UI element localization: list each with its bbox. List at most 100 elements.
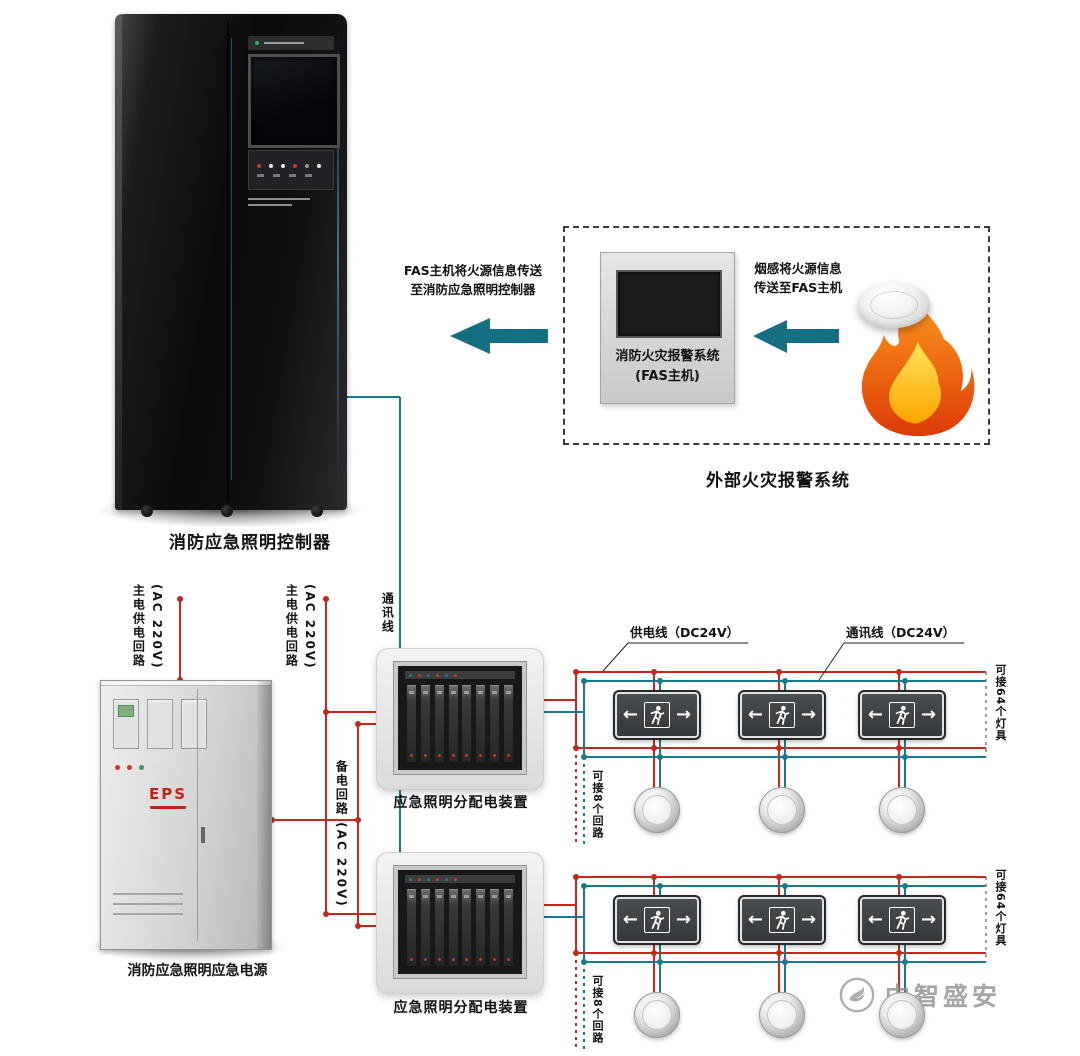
fas-host-panel: 消防火灾报警系统(FAS主机) bbox=[600, 252, 735, 404]
module-strips bbox=[405, 888, 515, 969]
eps-side-shade bbox=[257, 681, 271, 949]
right-arrow-icon: → bbox=[921, 704, 937, 725]
cabinet-control-panel bbox=[248, 150, 334, 190]
right-arrow-icon: → bbox=[676, 909, 692, 930]
dist-module bbox=[434, 889, 444, 966]
circuits8-label-2: 可接8个回路 bbox=[591, 975, 604, 1044]
external-fas-title: 外部火灾报警系统 bbox=[706, 471, 850, 491]
downlight bbox=[759, 992, 805, 1038]
distribution-panel bbox=[393, 661, 527, 775]
running-man-icon bbox=[769, 702, 795, 728]
distribution-title-2: 应急照明分配电装置 bbox=[393, 1000, 529, 1016]
eps-meter-panels bbox=[113, 699, 207, 749]
running-man-icon bbox=[644, 702, 670, 728]
cabinet-accent-line bbox=[231, 38, 232, 480]
label-leader-lines bbox=[602, 642, 964, 681]
dist-module bbox=[503, 889, 513, 966]
caster-wheel bbox=[311, 505, 323, 517]
cabinet-display-screen bbox=[248, 54, 340, 148]
dist-module bbox=[407, 685, 416, 762]
caster-wheel bbox=[141, 505, 153, 517]
lighting-controller-cabinet bbox=[115, 14, 347, 517]
downlight bbox=[879, 787, 925, 833]
left-arrow-icon bbox=[753, 320, 839, 353]
caster-wheel bbox=[221, 505, 233, 517]
cabinet-edge-highlight bbox=[115, 14, 122, 510]
distribution-box-2 bbox=[376, 852, 544, 994]
left-arrow-icon: ← bbox=[747, 909, 763, 930]
external-fas-boundary bbox=[563, 226, 990, 445]
left-arrow-icon: ← bbox=[867, 909, 883, 930]
dist-module bbox=[503, 685, 513, 762]
distribution-box-1 bbox=[376, 648, 544, 790]
running-man-icon bbox=[769, 907, 795, 933]
dist-module bbox=[462, 685, 472, 762]
downlight bbox=[759, 787, 805, 833]
dist-module bbox=[476, 685, 486, 762]
exit-sign: ← → bbox=[858, 690, 946, 740]
smoke-to-fas-note: 烟感将火源信息传送至FAS主机 bbox=[753, 261, 843, 295]
exit-sign: ← → bbox=[858, 895, 946, 945]
eps-door-handle bbox=[201, 827, 205, 843]
eps-title: 消防应急照明应急电源 bbox=[127, 963, 268, 979]
circuits8-label-1: 可接8个回路 bbox=[591, 770, 604, 839]
fas-host-label: 消防火灾报警系统(FAS主机) bbox=[615, 349, 720, 384]
downlight bbox=[634, 992, 680, 1038]
lamps64-label-2: 可接64个灯具 bbox=[994, 869, 1007, 947]
exit-sign: ← → bbox=[613, 895, 701, 945]
left-arrow-icon: ← bbox=[622, 704, 638, 725]
left-arrow-icon bbox=[450, 318, 548, 354]
comm-line-label: 通讯线 bbox=[380, 592, 395, 634]
cabinet-brand-plate bbox=[248, 36, 334, 50]
dist-module bbox=[420, 889, 430, 966]
cabinet-accent-line bbox=[337, 30, 339, 484]
controller-title: 消防应急照明控制器 bbox=[169, 533, 331, 553]
dist-module bbox=[476, 889, 486, 966]
lamps64-label-1: 可接64个灯具 bbox=[994, 664, 1007, 742]
exit-sign: ← → bbox=[613, 690, 701, 740]
dist-module bbox=[462, 889, 472, 966]
fas-to-controller-note: FAS主机将火源信息传送至消防应急照明控制器 bbox=[403, 263, 543, 297]
running-man-icon bbox=[889, 702, 915, 728]
smoke-detector bbox=[858, 282, 930, 328]
cabinet-door-seam bbox=[227, 22, 229, 502]
main-power-label-1: 主电供电回路 (AC 220V) bbox=[131, 584, 164, 670]
eps-brand-text: EPS bbox=[149, 785, 187, 809]
cabinet-label-lines bbox=[248, 198, 334, 210]
backup-power-label: 备电回路 (AC 220V) bbox=[334, 760, 349, 908]
left-arrow-icon: ← bbox=[622, 909, 638, 930]
dist-module bbox=[434, 685, 444, 762]
left-arrow-icon: ← bbox=[747, 704, 763, 725]
right-arrow-icon: → bbox=[801, 909, 817, 930]
eps-indicator-lights bbox=[115, 765, 168, 770]
exit-sign: ← → bbox=[738, 690, 826, 740]
eps-vent-slots bbox=[113, 893, 183, 923]
right-arrow-icon: → bbox=[676, 704, 692, 725]
dist-module bbox=[448, 889, 458, 966]
power-dc-label: 供电线（DC24V） bbox=[630, 625, 740, 640]
distribution-panel bbox=[393, 865, 527, 979]
downlight bbox=[634, 787, 680, 833]
fas-host-screen bbox=[616, 270, 722, 338]
fire-flame-icon bbox=[861, 292, 975, 437]
eps-door-seam bbox=[197, 689, 198, 941]
downlight bbox=[879, 992, 925, 1038]
running-man-icon bbox=[644, 907, 670, 933]
dist-module bbox=[407, 889, 416, 966]
eps-cabinet: EPS bbox=[100, 680, 272, 950]
dist-module bbox=[420, 685, 430, 762]
left-arrow-icon: ← bbox=[867, 704, 883, 725]
terminal-bar bbox=[405, 671, 515, 679]
watermark-logo-icon bbox=[839, 977, 875, 1013]
eps-top-cap bbox=[101, 681, 271, 686]
right-arrow-icon: → bbox=[921, 909, 937, 930]
comm-dc-label: 通讯线（DC24V） bbox=[846, 625, 956, 640]
module-strips bbox=[405, 684, 515, 765]
right-arrow-icon: → bbox=[801, 704, 817, 725]
running-man-icon bbox=[889, 907, 915, 933]
terminal-bar bbox=[405, 875, 515, 883]
main-power-label-2: 主电供电回路 (AC 220V) bbox=[284, 584, 317, 670]
exit-sign: ← → bbox=[738, 895, 826, 945]
distribution-title-1: 应急照明分配电装置 bbox=[393, 795, 529, 811]
